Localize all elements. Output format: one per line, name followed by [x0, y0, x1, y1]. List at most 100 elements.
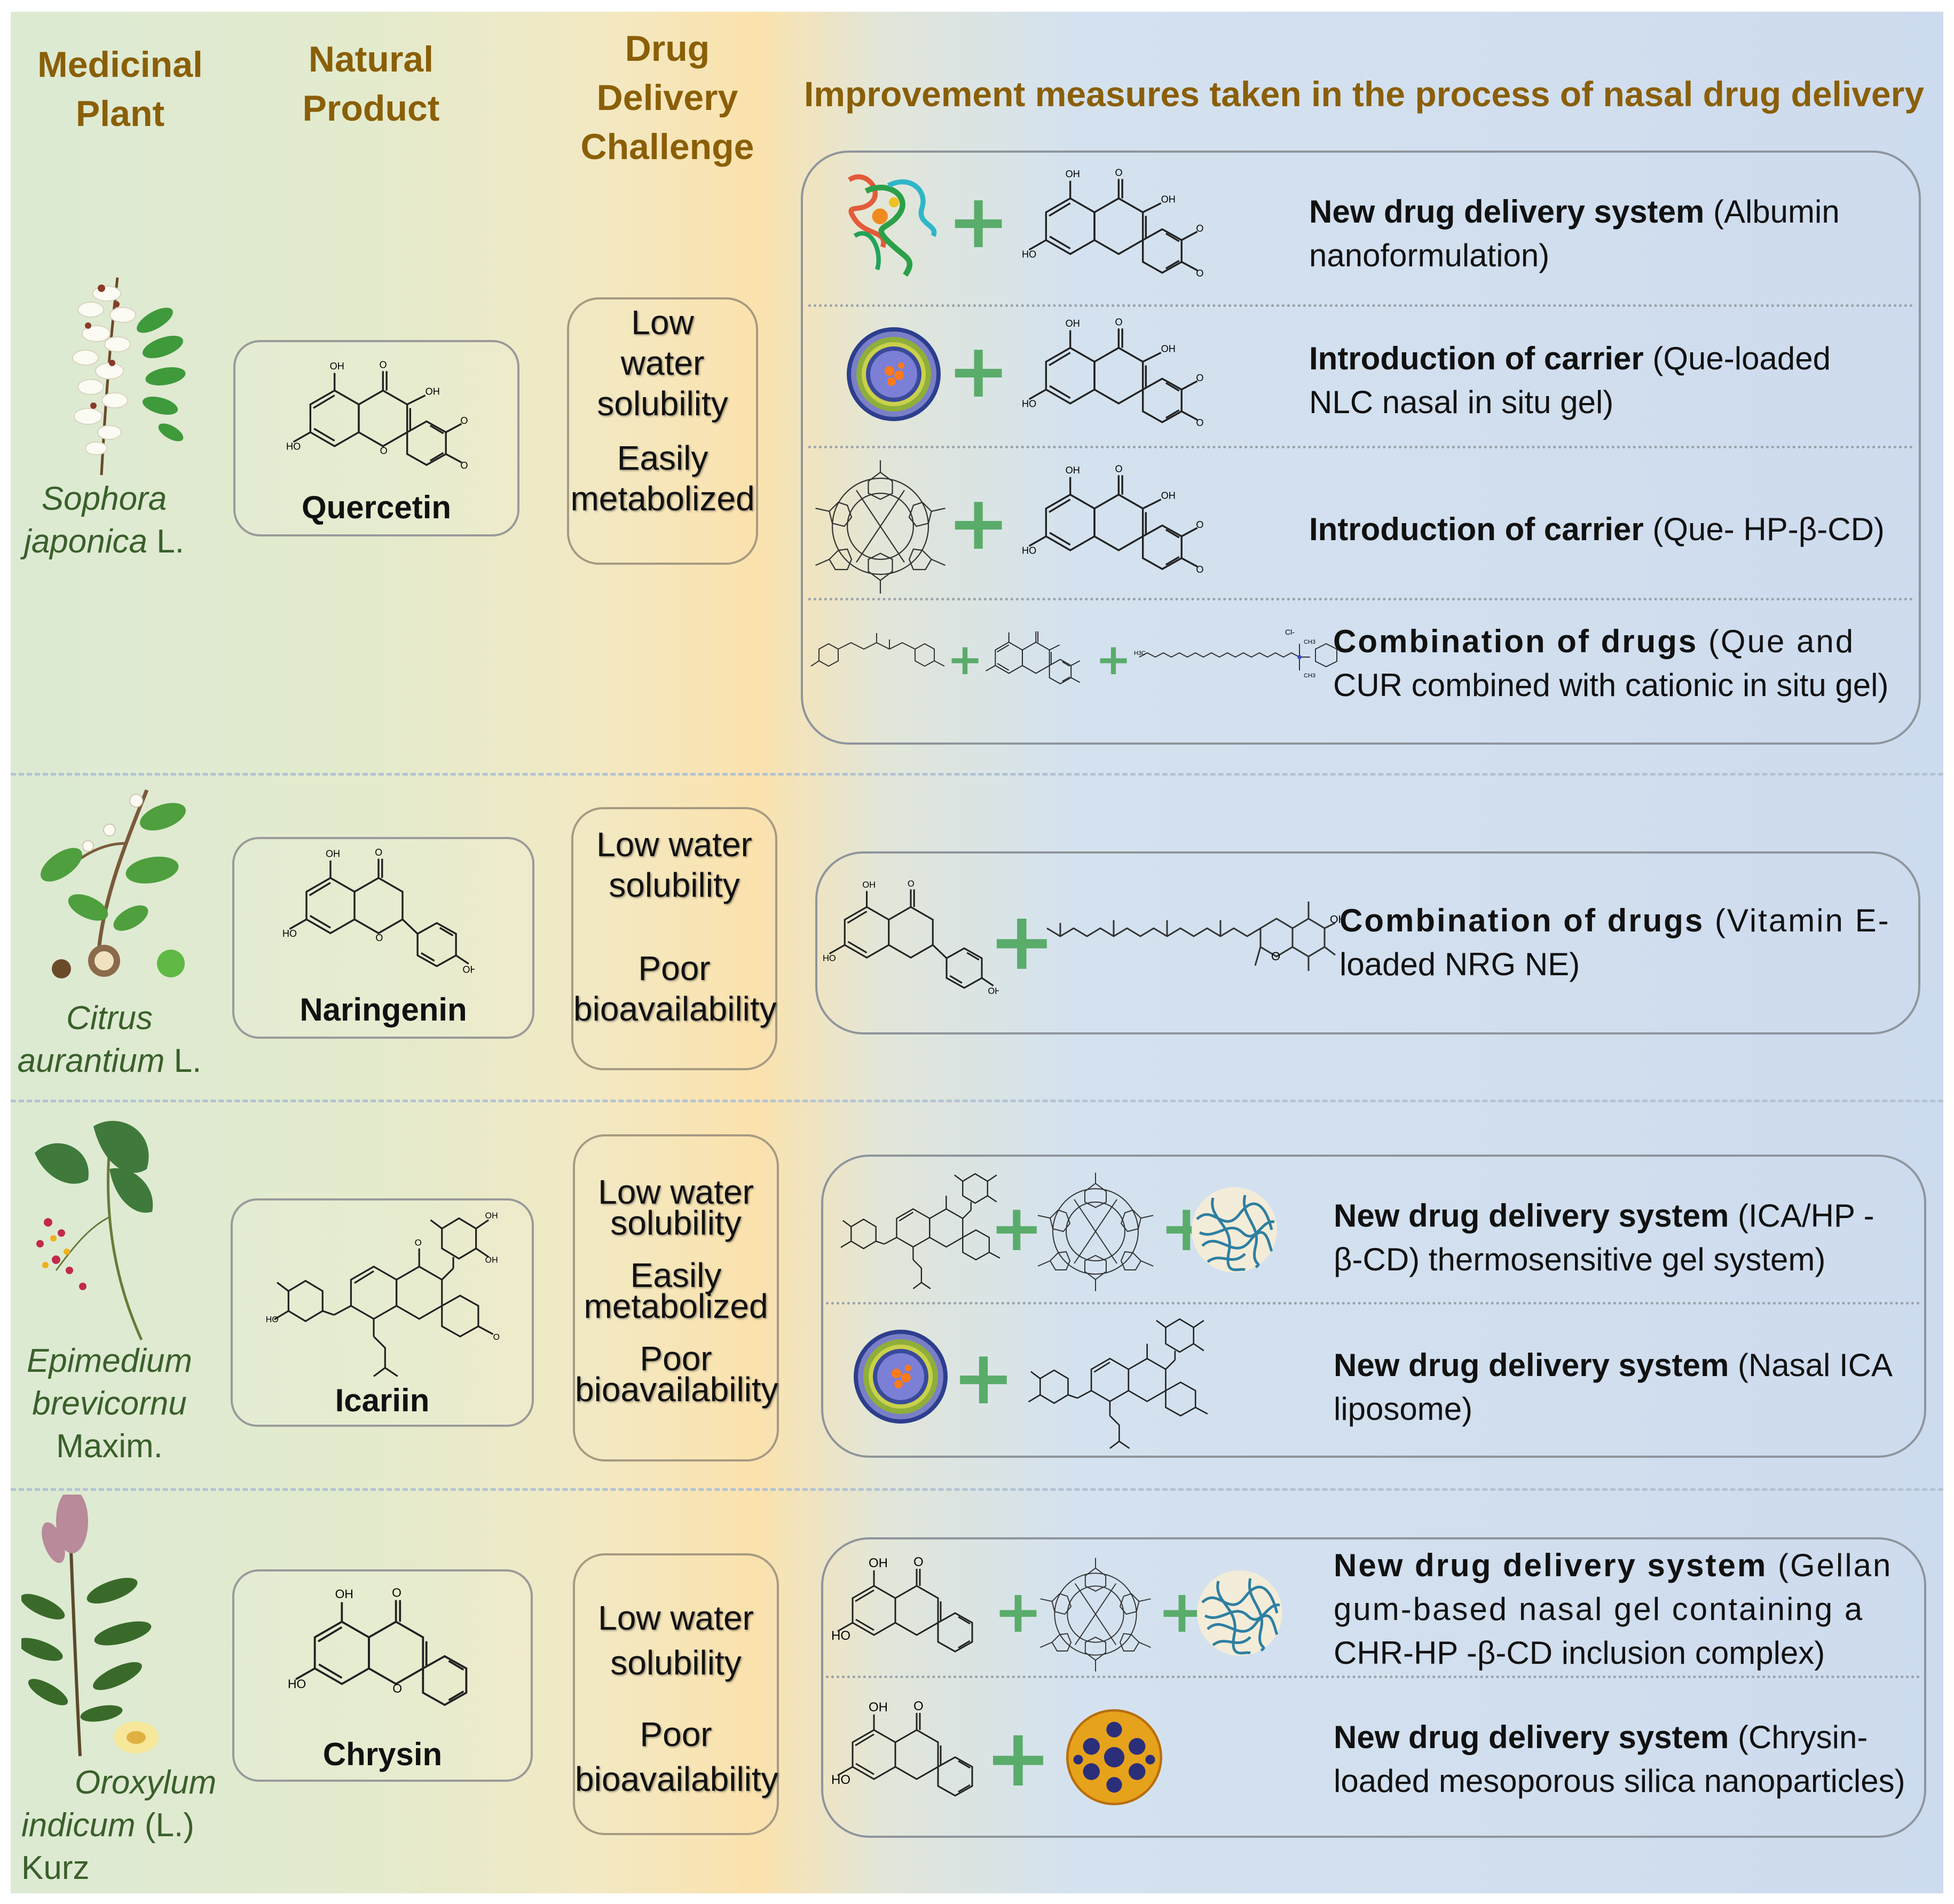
svg-text:OH: OH — [1161, 344, 1176, 354]
curcumin-structure — [810, 633, 945, 667]
header-product-line2: Product — [302, 88, 440, 129]
challenge-line: solubility — [597, 384, 728, 423]
oroxylum-illustration — [21, 1495, 159, 1757]
challenge-line: Poor — [640, 1715, 712, 1753]
plus-sign: + — [947, 178, 1010, 265]
chrysin-structure: OH O HO — [831, 1555, 973, 1653]
naringenin-structure: OH O HO OH — [823, 879, 999, 996]
measure-description: Combination of drugs (Vitamin E- loaded … — [1340, 899, 1911, 986]
plant-authority: Maxim. — [56, 1428, 163, 1465]
svg-text:O: O — [1115, 168, 1123, 178]
svg-text:OH: OH — [460, 415, 468, 426]
header-plant-line2: Plant — [75, 93, 165, 134]
svg-text:HO: HO — [286, 441, 301, 452]
measure-detail: CUR combined with cationic in situ gel) — [1333, 667, 1889, 703]
svg-text:OH: OH — [1161, 194, 1176, 205]
measure-detail: loaded NRG NE) — [1340, 946, 1580, 982]
challenge-box-quercetin: Low water solubility Easily metabolized — [567, 297, 758, 565]
plus-sign: + — [947, 635, 983, 684]
measure-detail: (Que- HP-β-CD) — [1643, 511, 1885, 547]
subsection-divider — [826, 1676, 1920, 1678]
svg-text:OH: OH — [485, 1211, 498, 1220]
product-name-naringenin: Naringenin — [300, 992, 467, 1028]
svg-text:HO: HO — [1022, 249, 1036, 260]
plus-sign: + — [990, 1191, 1044, 1266]
challenge-text-icariin: Low water solubility Easily metabolized … — [575, 1175, 778, 1407]
svg-text:HO: HO — [831, 1629, 850, 1643]
challenge-line: metabolized — [570, 479, 755, 518]
measure-detail: (Nasal ICA — [1729, 1347, 1893, 1383]
quercetin-structure — [985, 630, 1081, 684]
quercetin-structure: OH O OH HO O OH OH — [286, 360, 468, 471]
svg-text:OH: OH — [460, 460, 468, 471]
challenge-box-naringenin: Low water solubility Poor bioavailabilit… — [571, 807, 777, 1070]
svg-text:OH: OH — [1161, 491, 1176, 501]
svg-text:O: O — [415, 1238, 422, 1248]
svg-text:O: O — [1115, 464, 1123, 475]
measure-type: New drug delivery system — [1334, 1198, 1729, 1234]
measure-type: Introduction of carrier — [1309, 341, 1644, 376]
product-name-chrysin: Chrysin — [322, 1736, 443, 1772]
header-drug-delivery-challenge: Drug Delivery Challenge — [555, 24, 779, 171]
measure-detail: liposome) — [1334, 1391, 1473, 1427]
challenge-line: Easily — [630, 1256, 722, 1294]
svg-text:O: O — [913, 1555, 924, 1569]
header-plant-line1: Medicinal — [37, 44, 203, 85]
cationic-surfactant-structure: Cl- H3C CH3 CH3 — [1134, 628, 1337, 679]
svg-text:OH: OH — [330, 361, 344, 372]
svg-text:O: O — [380, 360, 387, 370]
measure-type: Combination of drugs — [1333, 623, 1698, 659]
plant-name-sophora: Sophora japonica L. — [11, 478, 198, 563]
albumin-protein-image — [832, 169, 944, 281]
gel-network-image — [1192, 1187, 1277, 1273]
mesoporous-silica-image — [1066, 1709, 1162, 1805]
measure-detail: (Gellan — [1767, 1547, 1893, 1583]
svg-text:OH: OH — [1066, 465, 1080, 476]
epimedium-illustration — [35, 1120, 153, 1341]
svg-text:OH: OH — [426, 386, 440, 397]
plant-genus: Oroxylum — [75, 1764, 217, 1801]
measure-description: New drug delivery system (Nasal ICA lipo… — [1334, 1344, 1916, 1431]
challenge-line: Poor — [638, 949, 711, 987]
plant-species: indicum — [21, 1807, 136, 1844]
row-separator-3 — [11, 1488, 1943, 1491]
svg-text:OH: OH — [869, 1556, 888, 1570]
measure-type: New drug delivery system — [1334, 1347, 1729, 1383]
measure-detail: gum-based nasal gel containing a — [1334, 1591, 1864, 1627]
measure-detail: (Chrysin- — [1729, 1719, 1868, 1755]
svg-text:OH: OH — [1196, 268, 1203, 279]
nanoparticle-image — [847, 327, 941, 421]
challenge-line: water — [620, 344, 705, 382]
plant-species: aurantium — [17, 1042, 165, 1079]
measure-description: New drug delivery system (Gellan gum-bas… — [1334, 1544, 1918, 1675]
plant-species: brevicornu — [32, 1385, 187, 1422]
header-challenge-line2: Delivery — [596, 77, 738, 118]
challenge-line: Low water — [598, 1599, 754, 1637]
challenge-line: metabolized — [584, 1287, 768, 1325]
svg-text:O: O — [1271, 950, 1280, 963]
svg-text:HO: HO — [831, 1773, 850, 1787]
header-improvement-text: Improvement measures taken in the proces… — [803, 74, 1925, 114]
gel-network-image — [1197, 1570, 1282, 1656]
plus-sign: + — [952, 1334, 1015, 1421]
svg-text:O: O — [913, 1700, 924, 1713]
svg-text:CH3: CH3 — [1304, 639, 1315, 645]
product-box-quercetin: OH O OH HO O OH OH Quercetin — [233, 340, 519, 536]
quercetin-structure: OH O OH HO OH OH — [1022, 317, 1203, 428]
challenge-line: bioavailability — [575, 1760, 778, 1798]
svg-text:OH: OH — [1196, 373, 1203, 383]
measure-detail: nanoformulation) — [1309, 238, 1550, 273]
challenge-line: bioavailability — [573, 990, 777, 1028]
svg-text:OH: OH — [1066, 169, 1080, 179]
measure-detail: (Albumin — [1704, 194, 1840, 230]
improvement-box-naringenin: OH O HO OH + O OH — [815, 851, 1920, 1034]
vitamin-e-structure: O OH — [1046, 902, 1341, 971]
header-product-line1: Natural — [308, 39, 434, 80]
measure-type: Combination of drugs — [1340, 903, 1705, 938]
plant-name-oroxylum: Oroxylum indicum (L.) Kurz — [13, 1761, 270, 1890]
svg-text:O: O — [375, 933, 383, 943]
header-challenge-line1: Drug — [625, 28, 710, 69]
plant-genus: Sophora — [41, 480, 167, 517]
header-natural-product: Natural Product — [272, 35, 470, 133]
measure-detail: (Vitamin E- — [1704, 903, 1890, 938]
